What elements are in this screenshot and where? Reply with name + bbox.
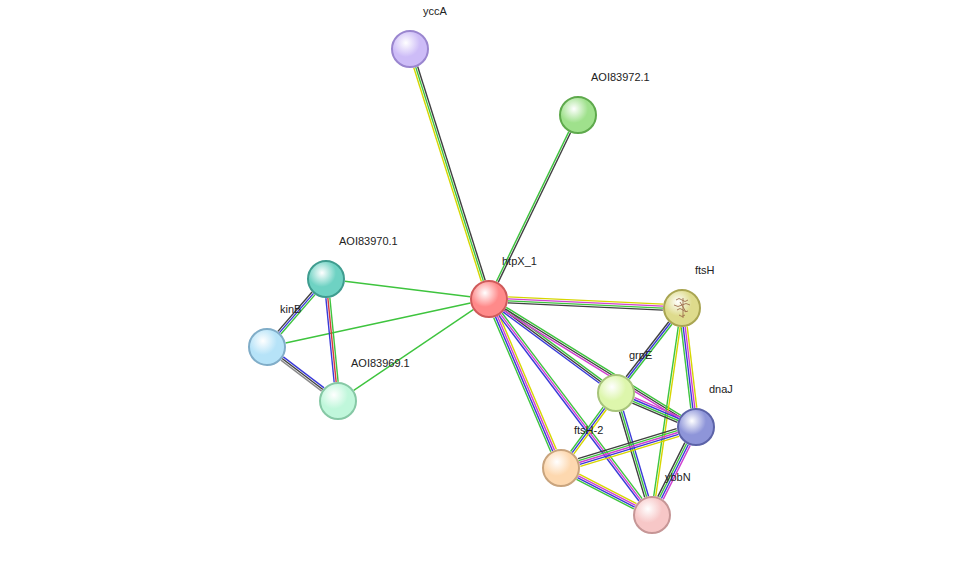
protein-node: kinB [248,328,286,366]
interaction-edge [508,297,663,310]
evidence-strand [629,324,672,379]
evidence-strand [281,360,322,391]
interaction-edge [326,298,338,383]
evidence-strand [498,133,570,283]
evidence-strand [572,408,605,452]
evidence-strand [580,434,679,464]
evidence-strand [500,314,640,500]
evidence-strand [634,400,679,419]
evidence-strand [279,293,313,332]
evidence-strand [632,403,677,422]
interaction-edge [286,303,471,343]
node-label: ftsH-2 [574,424,603,437]
node-label: ybbN [665,471,691,484]
node-label: AOI83969.1 [351,357,410,370]
interaction-edge [632,398,679,423]
evidence-strand [628,323,671,378]
node-label: AOI83972.1 [591,71,650,84]
node-label: htpX_1 [502,255,537,268]
interaction-edge [354,310,474,391]
node-label: AOI83970.1 [339,235,398,248]
evidence-strand [345,281,470,296]
evidence-strand [416,67,484,281]
interaction-edge [619,411,648,498]
protein-node: ybbN [633,496,671,534]
evidence-strand [574,410,607,454]
evidence-strand [418,67,486,281]
evidence-strand [326,298,334,382]
evidence-strand [278,292,312,331]
evidence-strand [623,411,648,497]
evidence-strand [619,412,644,498]
interaction-edge [278,292,315,334]
protein-node: AOI83970.1 [307,260,345,298]
evidence-strand [328,298,336,382]
evidence-strand [683,327,693,408]
evidence-strand [494,318,551,452]
evidence-strand [496,132,568,282]
interaction-edge [571,407,607,454]
evidence-strand [281,295,315,334]
interaction-edge [626,322,672,379]
evidence-strand [663,445,690,499]
interaction-edge [577,474,637,509]
interaction-edge [658,443,690,500]
interaction-edge [414,67,485,282]
interaction-edge [681,327,697,409]
evidence-strand [633,401,678,420]
evidence-strand [658,443,685,497]
evidence-strand [571,407,604,451]
evidence-strand [286,303,471,343]
evidence-strand [354,310,474,391]
interaction-edge [496,132,570,283]
evidence-strand [497,316,554,450]
evidence-strand [660,444,687,498]
node-label: dnaJ [709,383,733,396]
protein-node: grpE [597,374,635,412]
evidence-strand [579,474,636,504]
evidence-strand [330,298,338,382]
interaction-edge [345,281,470,296]
protein-node: htpX_1 [470,280,508,318]
node-label: grpE [629,349,652,362]
protein-node: AOI83969.1 [319,382,357,420]
interaction-edge [499,313,642,501]
evidence-strand [414,68,482,282]
interaction-edge [281,357,324,391]
node-label: yccA [423,5,447,18]
evidence-strand [577,478,634,508]
evidence-strand [496,317,553,451]
evidence-strand [626,322,669,377]
evidence-strand [508,303,663,310]
evidence-strand [579,433,678,463]
evidence-strand [283,357,324,388]
protein-node: dnaJ [677,408,715,446]
evidence-strand [578,476,635,506]
protein-node: AOI83972.1 [559,96,597,134]
node-label: kinB [280,303,301,316]
evidence-strand [499,315,639,501]
evidence-strand [681,327,691,408]
protein-node: ftsH-2 [542,449,580,487]
protein-node: yccA [391,30,429,68]
evidence-strand [502,313,642,499]
protein-node: ftsH [663,289,701,327]
evidence-strand [282,359,323,390]
node-label: ftsH [695,264,715,277]
interaction-edge [504,307,681,418]
evidence-strand [499,315,556,449]
evidence-strand [577,479,634,509]
evidence-strand [621,411,646,497]
interaction-edge [494,315,557,451]
evidence-strand [580,436,679,466]
